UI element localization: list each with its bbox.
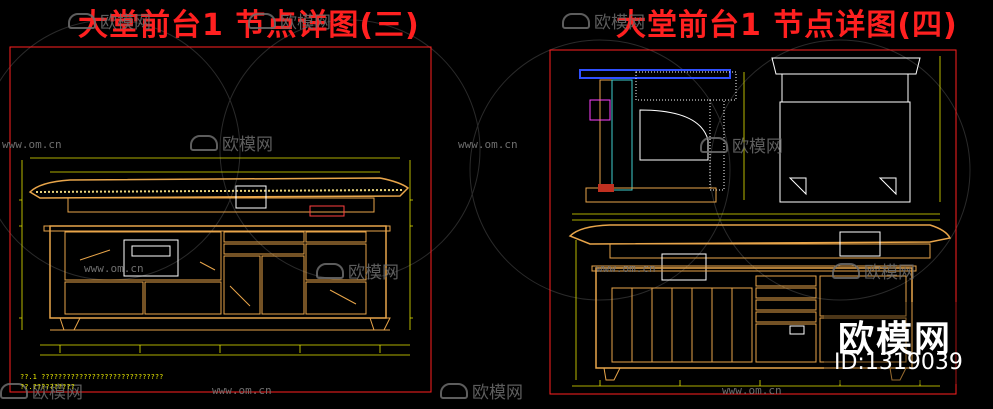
watermark-url: www.om.cn	[212, 384, 272, 397]
sofa-logo-icon	[440, 383, 468, 399]
right-elevation	[568, 224, 952, 381]
watermark-label: 欧模网	[832, 258, 915, 283]
watermark-label: 欧模网	[440, 378, 523, 403]
right-section	[579, 56, 941, 203]
watermark-label: 欧模网	[248, 8, 331, 33]
left-elevation	[28, 177, 410, 331]
right-dimensions	[572, 213, 940, 387]
sofa-logo-icon	[190, 135, 218, 151]
watermark-url: www.om.cn	[722, 384, 782, 397]
watermark-label: 欧模网	[562, 8, 645, 33]
watermark-label: 欧模网	[0, 378, 83, 403]
left-dimensions	[19, 157, 413, 356]
sofa-logo-icon	[316, 263, 344, 279]
brand-name: 欧模网	[838, 319, 953, 360]
sofa-logo-icon	[68, 13, 96, 29]
watermark-url: www.om.cn	[458, 138, 518, 151]
watermark-label: 欧模网	[700, 132, 783, 157]
brand-badge-bg	[824, 302, 990, 384]
watermark-label: 欧模网	[190, 130, 273, 155]
sofa-logo-icon	[562, 13, 590, 29]
sofa-logo-icon	[248, 13, 276, 29]
brand-id: ID:1319039	[834, 350, 963, 375]
watermark-label: 欧模网	[68, 8, 151, 33]
sofa-logo-icon	[832, 263, 860, 279]
sofa-logo-icon	[700, 137, 728, 153]
left-sheet-frame	[9, 46, 432, 393]
watermark-label: 欧模网	[316, 258, 399, 283]
right-sheet-title: 大堂前台1 节点详图(四)	[616, 8, 958, 43]
drawing-note: ??.1 ????????????????????????????? ??.??…	[20, 373, 164, 391]
sofa-logo-icon	[0, 383, 28, 399]
watermark-url: www.om.cn	[596, 262, 656, 275]
right-sheet-frame	[549, 49, 957, 395]
watermark-url: www.om.cn	[84, 262, 144, 275]
watermark-url: www.om.cn	[2, 138, 62, 151]
